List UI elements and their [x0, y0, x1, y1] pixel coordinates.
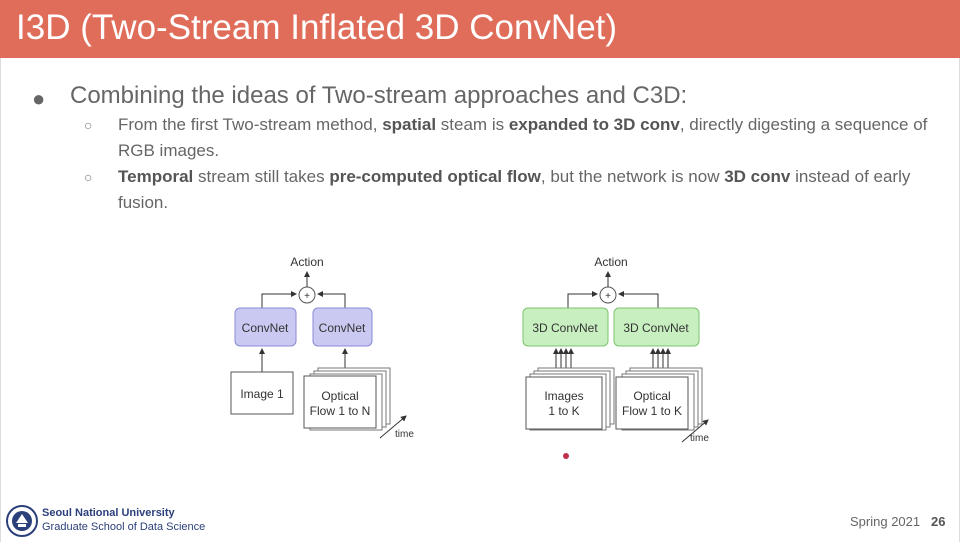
time-label: time: [690, 433, 709, 444]
sub-bullet-temporal: Temporal stream still takes pre-computed…: [118, 167, 911, 212]
images-stack: [525, 376, 603, 430]
title-bar: I3D (Two-Stream Inflated 3D ConvNet): [0, 0, 960, 58]
sub-bullet-spatial: From the first Two-stream method, spatia…: [118, 115, 928, 160]
convnet3d-temporal: [613, 307, 700, 347]
optical-flow-label: Flow 1 to K: [622, 404, 682, 418]
bullet-dot: ●: [32, 86, 46, 111]
footer-university: Seoul National University: [42, 507, 175, 519]
optical-flow-label: Optical: [321, 389, 358, 403]
optical-flow-label: Flow 1 to N: [310, 404, 371, 418]
image-input: [230, 371, 294, 415]
plus-sign: +: [605, 291, 611, 302]
footer-school: Graduate School of Data Science: [42, 521, 206, 533]
convnet3d-spatial: [522, 307, 609, 347]
footer-term: Spring 2021: [850, 514, 921, 529]
image-input-label: Image 1: [240, 387, 284, 401]
convnet-spatial: [234, 307, 297, 347]
university-logo-icon: [6, 505, 38, 537]
convnet-label: ConvNet: [242, 321, 289, 335]
laser-pointer-dot: [563, 453, 569, 459]
sum-node: [298, 286, 316, 304]
i3d-diagram: Action + 3D ConvNet 3D ConvNet Images 1 …: [522, 255, 709, 444]
action-label: Action: [290, 255, 323, 269]
convnet-temporal: [312, 307, 373, 347]
convnet-label: 3D ConvNet: [623, 321, 689, 335]
images-label: Images: [544, 389, 583, 403]
convnet-label: ConvNet: [319, 321, 366, 335]
optical-flow-label: Optical: [633, 389, 670, 403]
optical-flow-stack: [303, 375, 377, 429]
optical-flow-stack: [615, 376, 689, 430]
sub-bullet-dot: ○: [84, 169, 93, 185]
time-label: time: [395, 429, 414, 440]
page-number: 26: [931, 514, 946, 529]
action-label: Action: [594, 255, 627, 269]
plus-sign: +: [304, 291, 310, 302]
two-stream-diagram: Action + ConvNet ConvNet Image 1 Optical…: [230, 255, 414, 440]
convnet-label: 3D ConvNet: [532, 321, 598, 335]
sum-node: [599, 286, 617, 304]
main-bullet-text: Combining the ideas of Two-stream approa…: [70, 82, 688, 109]
images-label: 1 to K: [548, 404, 579, 418]
slide-title: I3D (Two-Stream Inflated 3D ConvNet): [16, 8, 618, 47]
sub-bullet-dot: ○: [84, 117, 93, 133]
